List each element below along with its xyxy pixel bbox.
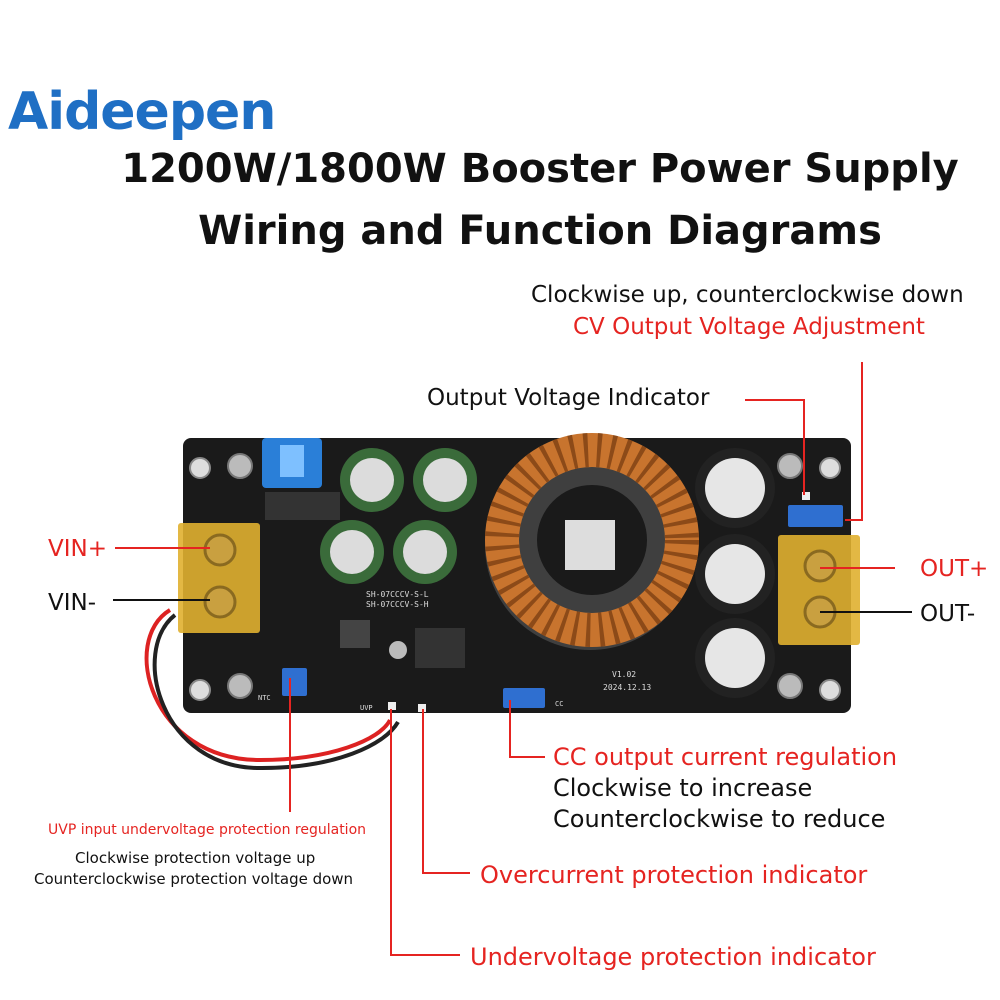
svg-text:SH-07CCCV-S-H: SH-07CCCV-S-H <box>366 600 429 609</box>
uvp-line2-label: Counterclockwise protection voltage down <box>34 870 354 888</box>
brand-logo: Aideepen <box>8 82 276 142</box>
vin-plus-label: VIN+ <box>48 536 107 562</box>
uvp-line1-label: Clockwise protection voltage up <box>75 849 316 867</box>
output-terminal <box>778 535 860 645</box>
cc-line1-label: Clockwise to increase <box>553 774 813 802</box>
out-minus-label: OUT- <box>920 601 976 627</box>
cc-pot-icon <box>503 688 545 708</box>
mount-hole-icon <box>189 457 211 479</box>
svg-text:NTC: NTC <box>258 694 271 702</box>
output-capacitors <box>695 448 775 698</box>
out-plus-label: OUT+ <box>920 556 989 582</box>
overcurrent-indicator-label: Overcurrent protection indicator <box>480 861 868 889</box>
svg-text:CC: CC <box>555 700 563 708</box>
page-title-line1: 1200W/1800W Booster Power Supply <box>121 146 959 192</box>
cv-title-label: CV Output Voltage Adjustment <box>573 314 925 340</box>
svg-text:SH-07CCCV-S-L: SH-07CCCV-S-L <box>366 590 429 599</box>
svg-text:V1.02: V1.02 <box>612 670 636 679</box>
cc-title-label: CC output current regulation <box>553 743 898 771</box>
svg-text:UVP: UVP <box>360 704 373 712</box>
page-title-line2: Wiring and Function Diagrams <box>198 208 882 254</box>
input-terminal <box>178 523 260 633</box>
svg-text:2024.12.13: 2024.12.13 <box>603 683 651 692</box>
cc-line2-label: Counterclockwise to reduce <box>553 805 886 833</box>
callout-lines <box>115 362 895 956</box>
input-capacitors <box>320 448 477 584</box>
cv-hint-label: Clockwise up, counterclockwise down <box>531 282 964 308</box>
cv-pot-icon <box>788 505 843 527</box>
toroid-inductor <box>485 433 699 650</box>
uvp-pot-icon <box>282 668 307 696</box>
output-voltage-indicator-label: Output Voltage Indicator <box>427 385 710 411</box>
uvp-title-label: UVP input undervoltage protection regula… <box>48 822 367 838</box>
vin-minus-label: VIN- <box>48 590 97 616</box>
undervoltage-indicator-label: Undervoltage protection indicator <box>470 943 876 971</box>
